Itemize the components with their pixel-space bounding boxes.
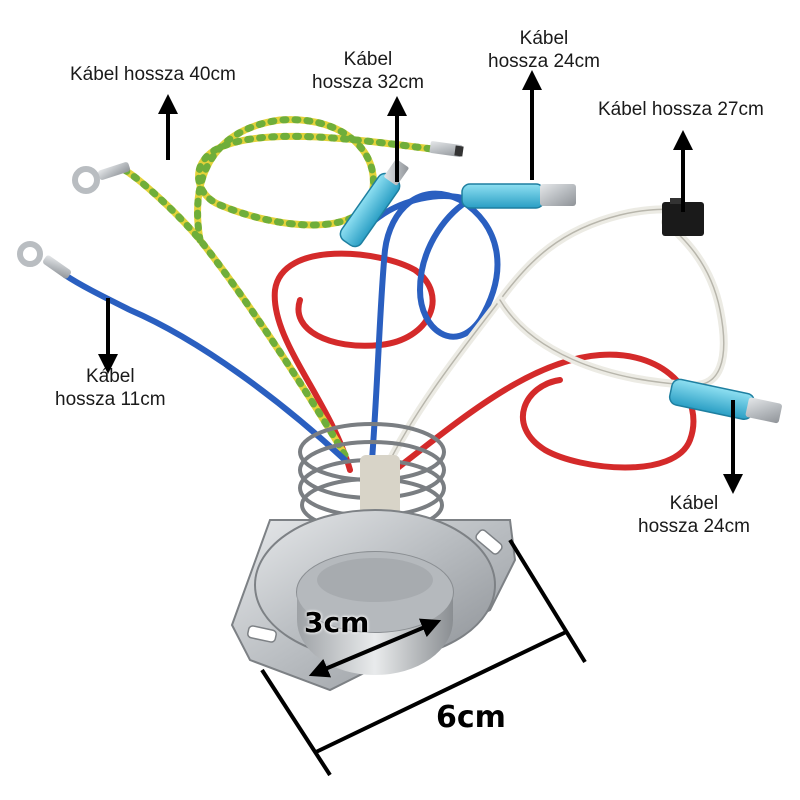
red-wire-right-loop xyxy=(392,351,697,473)
label-cyan-terminal-right-line2: hossza 24cm xyxy=(638,516,750,537)
annotation-arrows xyxy=(98,70,743,494)
label-blue-ring-wire-line2: hossza 11cm xyxy=(55,389,166,410)
label-black-connector-line1: Kábel hossza 27cm xyxy=(598,99,764,120)
red-wire-left-loop xyxy=(271,250,436,473)
dimension-inner-diameter: 3cm xyxy=(304,606,370,639)
label-blue-terminal-top-line1: Kábel xyxy=(343,49,393,70)
ring-terminal-yellow xyxy=(72,162,130,194)
label-blue-terminal-top: Kábel hossza 32cm xyxy=(312,48,424,94)
label-black-connector: Kábel hossza 27cm xyxy=(598,98,764,121)
label-cyan-terminal-right: Kábel hossza 24cm xyxy=(638,492,750,538)
dimension-flange-width: 6cm xyxy=(436,700,506,735)
label-cyan-terminal-top-line2: hossza 24cm xyxy=(488,51,600,72)
spade-terminal-yellow xyxy=(429,141,464,157)
label-blue-ring-wire-line1: Kábel xyxy=(85,366,135,387)
label-blue-ring-wire: Kábel hossza 11cm xyxy=(55,365,166,411)
black-connector xyxy=(662,198,704,236)
label-cyan-terminal-right-line1: Kábel xyxy=(669,493,719,514)
cyan-terminal-right xyxy=(668,378,782,424)
thermostat-body xyxy=(230,509,517,692)
cyan-terminal-top xyxy=(461,183,576,209)
label-cyan-terminal-top-line1: Kábel xyxy=(519,28,569,49)
label-yellow-wire-line1: Kábel hossza 40cm xyxy=(70,64,236,85)
ring-terminal-blue xyxy=(17,241,71,279)
dimension-lines xyxy=(260,538,587,777)
blue-wire-long xyxy=(369,190,501,463)
wire-sleeve xyxy=(360,455,400,525)
label-yellow-wire: Kábel hossza 40cm xyxy=(70,63,236,86)
label-blue-terminal-top-line2: hossza 32cm xyxy=(312,72,424,93)
blue-wire-short xyxy=(62,272,348,463)
label-cyan-terminal-top: Kábel hossza 24cm xyxy=(488,27,600,73)
